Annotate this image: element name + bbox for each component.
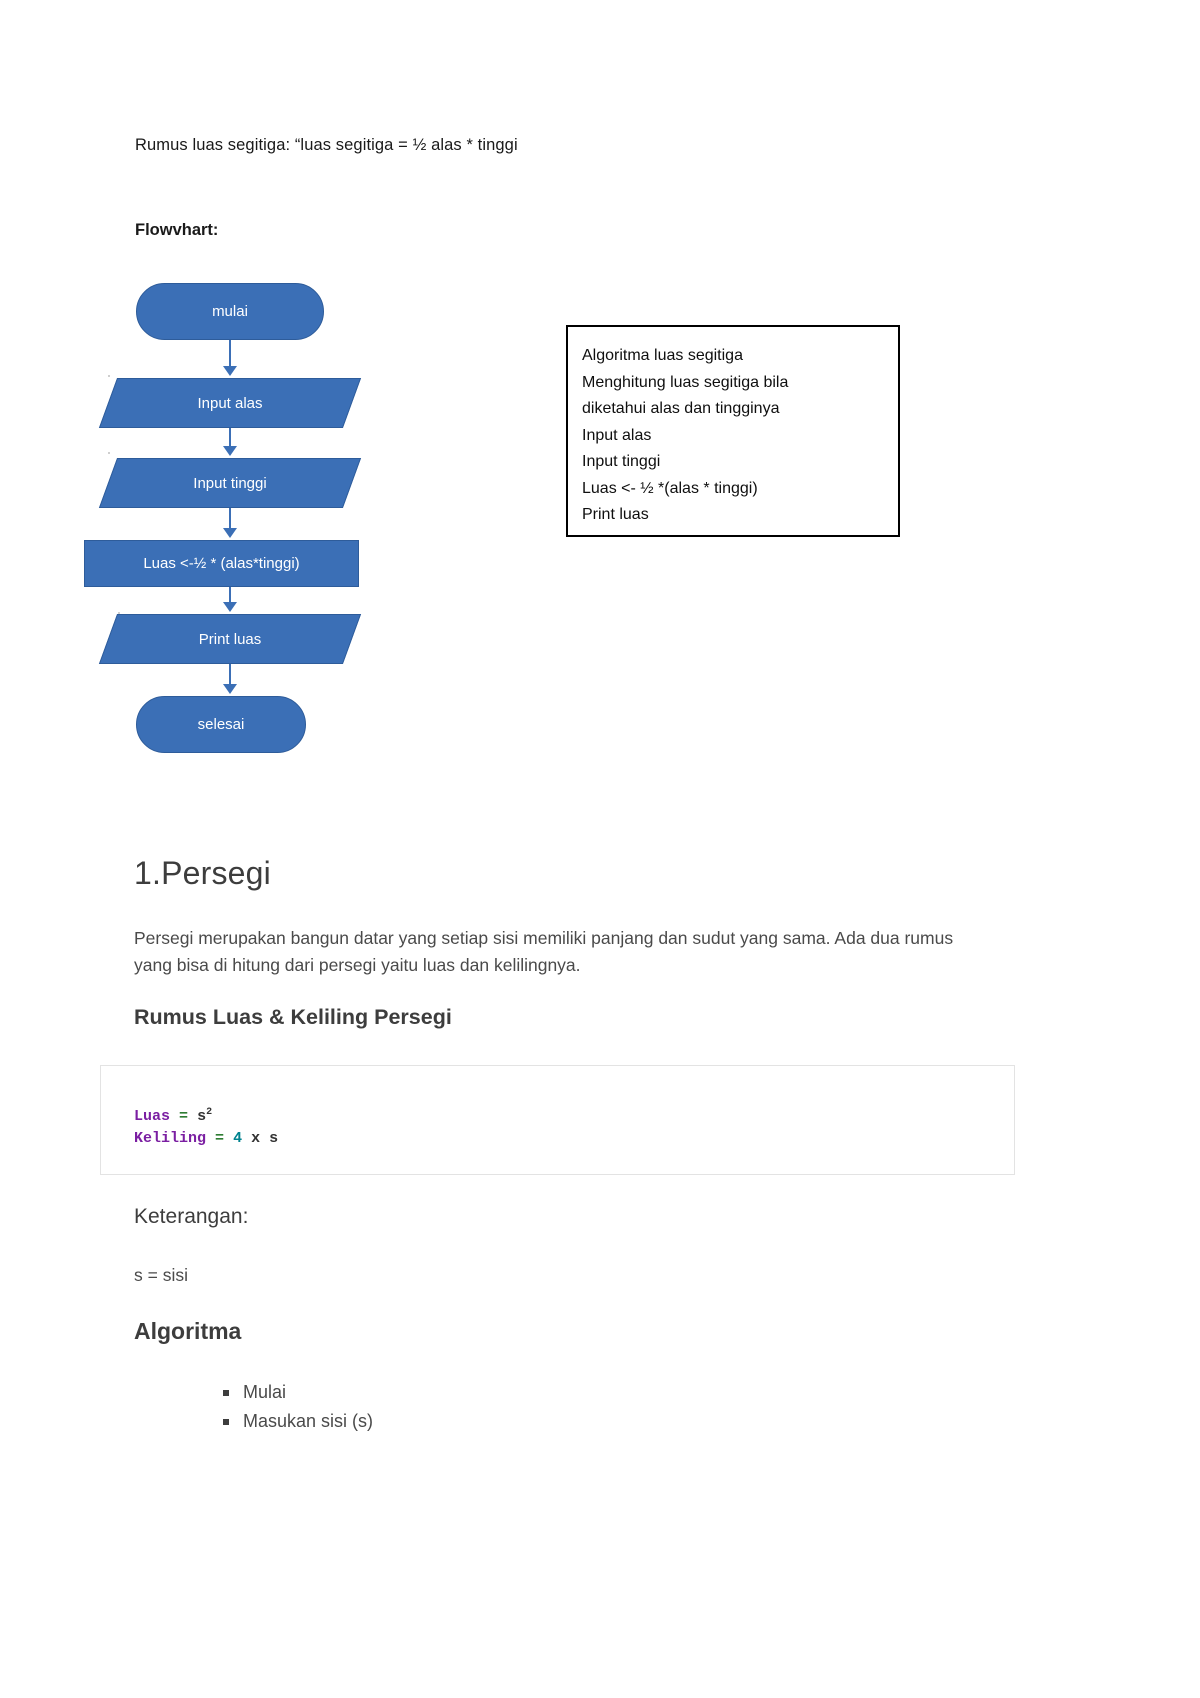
arrowhead-icon (223, 602, 237, 612)
code-operator: = (179, 1108, 189, 1125)
arrowhead-icon (223, 366, 237, 376)
algorithm-line: Input tinggi (582, 453, 661, 470)
algorithm-line: Input alas (582, 426, 652, 444)
flowchart-node-selesai: selesai (136, 696, 306, 753)
algorithm-line: Luas <- ½ *(alas * tinggi) (582, 479, 758, 497)
code-keyword: Keliling (134, 1130, 207, 1147)
flowchart-node-label: Luas <-½ * (alas*tinggi) (143, 555, 300, 572)
connector-line (229, 340, 231, 368)
list-item: Mulai (205, 1378, 373, 1407)
code-space (170, 1108, 179, 1125)
code-keyword: Luas (134, 1108, 171, 1125)
flowchart-node-mulai: mulai (136, 283, 324, 340)
flowchart-node-label: Input alas (197, 394, 263, 412)
algorithm-line: diketahui alas dan tingginya (582, 400, 780, 417)
code-variable: s (269, 1130, 279, 1147)
connector-line (229, 587, 231, 604)
code-space (224, 1130, 233, 1147)
connector-line (229, 664, 231, 686)
subheading-rumus: Rumus Luas & Keliling Persegi (134, 1005, 452, 1029)
flowchart-node-label: mulai (212, 303, 248, 320)
connector-line (229, 508, 231, 530)
bullet-square-icon (223, 1390, 229, 1396)
bullet-square-icon (223, 1419, 229, 1425)
code-space (260, 1130, 269, 1147)
flowchart-node-label: Print luas (198, 630, 262, 648)
heading-keterangan: Keterangan: (134, 1205, 249, 1228)
scan-speck (118, 612, 120, 614)
code-variable: s (197, 1108, 207, 1125)
flowchart-node-label: Input tinggi (193, 474, 267, 492)
code-line-luas: Luas = s2 (134, 1102, 1014, 1128)
code-line-keliling: Keliling = 4 x s (134, 1128, 1014, 1150)
algorithm-text-box: Algoritma luas segitiga Menghitung luas … (566, 325, 900, 537)
code-exponent: 2 (206, 1107, 213, 1118)
algorithm-line: Algoritma luas segitiga (582, 347, 743, 364)
algorithm-line: Menghitung luas segitiga bila (582, 373, 789, 391)
list-item-label: Mulai (243, 1382, 287, 1402)
flowchart-node-input-alas: Input alas (98, 378, 362, 428)
arrowhead-icon (223, 528, 237, 538)
code-times-operator: x (251, 1130, 261, 1147)
flowchart-node-label: selesai (197, 716, 245, 733)
flowchart-node-input-tinggi: Input tinggi (98, 458, 362, 508)
code-space (188, 1108, 197, 1125)
code-space (206, 1130, 215, 1147)
flowchart-node-print-luas: Print luas (98, 614, 362, 664)
flowchart-diagram: mulai Input alas Input tinggi Luas <-½ *… (84, 278, 384, 768)
arrowhead-icon (223, 684, 237, 694)
code-operator: = (215, 1130, 225, 1147)
algoritma-bullet-list: Mulai Masukan sisi (s) (205, 1378, 373, 1436)
keterangan-value: s = sisi (134, 1265, 188, 1285)
formula-line: Rumus luas segitiga: “luas segitiga = ½ … (135, 136, 518, 154)
heading-algoritma: Algoritma (134, 1318, 242, 1344)
algorithm-line: Print luas (582, 506, 649, 523)
code-space (242, 1130, 251, 1147)
connector-line (229, 428, 231, 448)
arrowhead-icon (223, 446, 237, 456)
code-block: Luas = s2 Keliling = 4 x s (100, 1065, 1015, 1175)
section-paragraph: Persegi merupakan bangun datar yang seti… (134, 928, 954, 975)
scan-speck (108, 452, 110, 454)
flowchart-node-luas: Luas <-½ * (alas*tinggi) (84, 540, 359, 587)
list-item-label: Masukan sisi (s) (243, 1411, 374, 1431)
flowchart-label: Flowvhart: (135, 221, 219, 239)
section-heading-persegi: 1.Persegi (134, 855, 271, 891)
list-item: Masukan sisi (s) (205, 1407, 373, 1436)
scan-speck (108, 375, 110, 377)
code-number: 4 (233, 1130, 243, 1147)
